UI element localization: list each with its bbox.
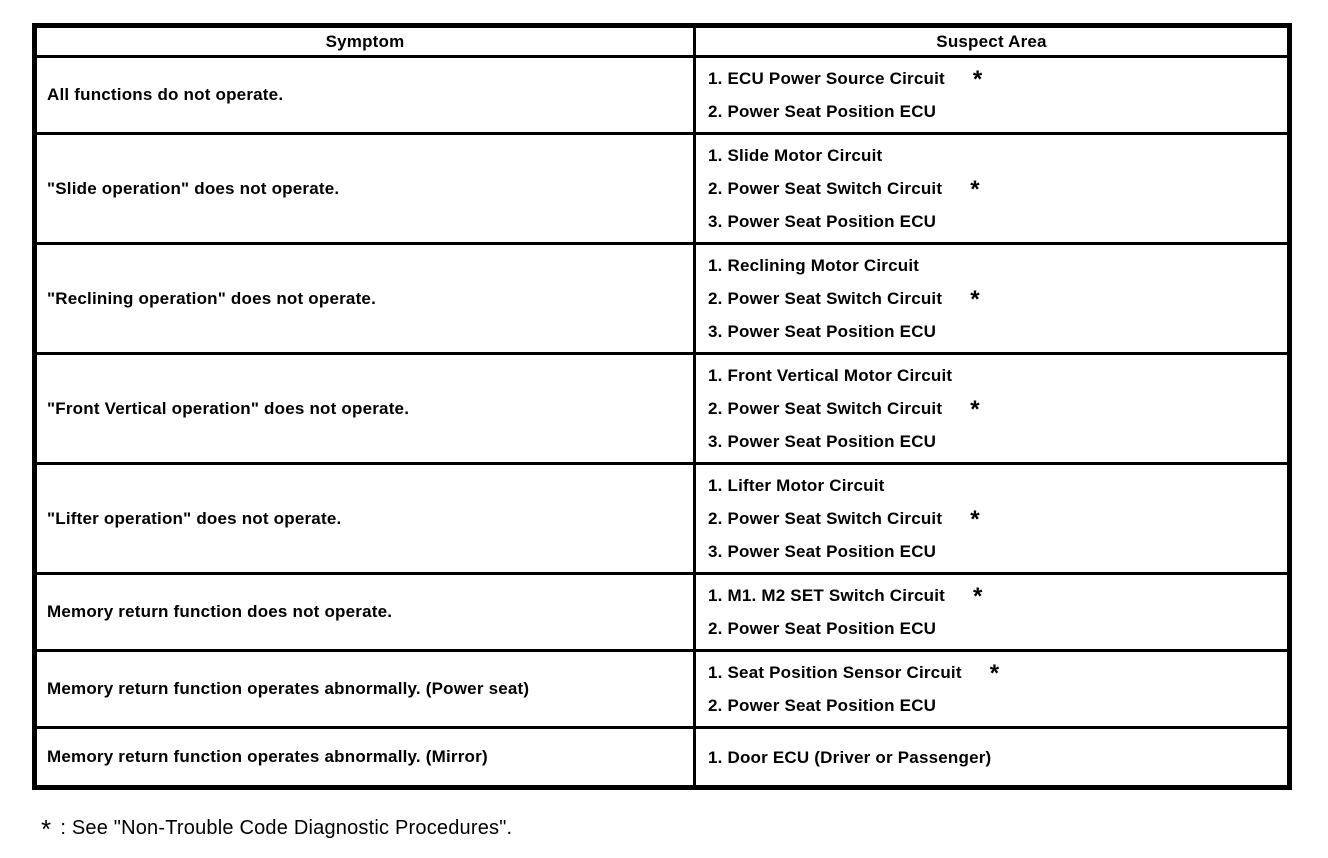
suspect-item: 1. Reclining Motor Circuit <box>708 249 1277 282</box>
suspect-item-text: 1. M1. M2 SET Switch Circuit <box>708 586 946 605</box>
asterisk-icon: * <box>970 176 980 203</box>
suspect-item-text: 2. Power Seat Switch Circuit <box>708 289 943 308</box>
suspect-item-text: 1. Slide Motor Circuit <box>708 146 883 165</box>
suspect-area-cell: 1. ECU Power Source Circuit * 2. Power Sea… <box>693 55 1291 135</box>
suspect-area-cell: 1. Slide Motor Circuit 2. Power Seat Swit… <box>693 132 1291 245</box>
symptom-cell: Memory return function operates abnormal… <box>33 726 696 789</box>
asterisk-icon: * <box>989 660 1000 687</box>
asterisk-icon: * <box>972 66 983 93</box>
suspect-item: 2. Power Seat Switch Circuit * <box>708 172 1277 205</box>
symptom-cell: All functions do not operate. <box>33 55 696 135</box>
suspect-area-cell: 1. Seat Position Sensor Circuit * 2. Power… <box>693 649 1291 729</box>
footnote-text: : See "Non-Trouble Code Diagnostic Proce… <box>60 817 513 839</box>
suspect-item-text: 3. Power Seat Position ECU <box>708 542 937 561</box>
table-row: "Lifter operation" does not operate.1. L… <box>33 462 1291 575</box>
suspect-area-cell: 1. Reclining Motor Circuit 2. Power Seat … <box>693 242 1291 355</box>
suspect-item: 2. Power Seat Switch Circuit * <box>708 392 1277 425</box>
diagnostic-table: Symptom Suspect Area All functions do no… <box>32 23 1292 790</box>
symptom-cell: Memory return function does not operate. <box>33 572 696 652</box>
table-row: Memory return function operates abnormal… <box>33 726 1291 789</box>
symptom-cell: Memory return function operates abnormal… <box>33 649 696 729</box>
table-row: Memory return function operates abnormal… <box>33 649 1291 729</box>
suspect-item-text: 2. Power Seat Position ECU <box>708 696 937 715</box>
suspect-item-text: 3. Power Seat Position ECU <box>708 432 937 451</box>
suspect-area-cell: 1. M1. M2 SET Switch Circuit * 2. Power Se… <box>693 572 1291 652</box>
asterisk-icon: * <box>970 396 980 423</box>
suspect-item: 3. Power Seat Position ECU <box>708 535 1277 568</box>
table-row: "Slide operation" does not operate.1. Sl… <box>33 132 1291 245</box>
asterisk-icon: * <box>970 506 980 533</box>
suspect-item-text: 1. ECU Power Source Circuit <box>708 69 945 88</box>
asterisk-icon: * <box>973 583 983 610</box>
asterisk-icon: * <box>41 814 52 844</box>
suspect-item-text: 1. Lifter Motor Circuit <box>708 476 885 495</box>
suspect-area-cell: 1. Front Vertical Motor Circuit 2. Power … <box>693 352 1291 465</box>
suspect-item: 3. Power Seat Position ECU <box>708 315 1277 348</box>
asterisk-icon: * <box>970 286 980 313</box>
suspect-area-cell: 1. Door ECU (Driver or Passenger) <box>693 726 1291 789</box>
suspect-item: 2. Power Seat Position ECU <box>708 612 1277 645</box>
footnote: * : See "Non-Trouble Code Diagnostic Proc… <box>41 812 513 844</box>
suspect-item-text: 1. Door ECU (Driver or Passenger) <box>708 747 992 767</box>
suspect-item-text: 3. Power Seat Position ECU <box>708 322 937 341</box>
suspect-item: 2. Power Seat Position ECU <box>708 689 1277 722</box>
suspect-item: 3. Power Seat Position ECU <box>708 425 1277 458</box>
symptom-cell: "Front Vertical operation" does not oper… <box>33 352 696 465</box>
header-row: Symptom Suspect Area <box>33 24 1291 58</box>
suspect-item: 1. M1. M2 SET Switch Circuit * <box>708 579 1277 612</box>
suspect-item: 2. Power Seat Switch Circuit * <box>708 502 1277 535</box>
suspect-item-text: 1. Reclining Motor Circuit <box>708 256 920 275</box>
table-row: All functions do not operate.1. ECU Powe… <box>33 55 1291 135</box>
table-row: "Front Vertical operation" does not oper… <box>33 352 1291 465</box>
suspect-item: 2. Power Seat Position ECU <box>708 95 1277 128</box>
suspect-item-text: 1. Seat Position Sensor Circuit <box>708 663 962 682</box>
suspect-item-text: 2. Power Seat Position ECU <box>708 102 937 121</box>
suspect-item: 1. Seat Position Sensor Circuit * <box>708 656 1277 689</box>
suspect-item: 1. ECU Power Source Circuit * <box>708 62 1277 95</box>
suspect-item-text: 2. Power Seat Switch Circuit <box>708 509 943 528</box>
suspect-item-text: 3. Power Seat Position ECU <box>708 212 937 231</box>
suspect-area-cell: 1. Lifter Motor Circuit 2. Power Seat Swi… <box>693 462 1291 575</box>
suspect-item: 1. Lifter Motor Circuit <box>708 469 1277 502</box>
table-body: All functions do not operate.1. ECU Powe… <box>33 55 1291 789</box>
suspect-item: 1. Door ECU (Driver or Passenger) <box>708 741 1277 774</box>
symptom-cell: "Lifter operation" does not operate. <box>33 462 696 575</box>
suspect-area-column-header: Suspect Area <box>693 24 1291 58</box>
suspect-item: 1. Slide Motor Circuit <box>708 139 1277 172</box>
symptom-cell: "Reclining operation" does not operate. <box>33 242 696 355</box>
symptom-column-header: Symptom <box>33 24 696 58</box>
suspect-item: 3. Power Seat Position ECU <box>708 205 1277 238</box>
suspect-item-text: 2. Power Seat Switch Circuit <box>708 179 943 198</box>
table-row: Memory return function does not operate.… <box>33 572 1291 652</box>
suspect-item: 2. Power Seat Switch Circuit * <box>708 282 1277 315</box>
symptom-cell: "Slide operation" does not operate. <box>33 132 696 245</box>
suspect-item-text: 2. Power Seat Position ECU <box>708 619 937 638</box>
suspect-item: 1. Front Vertical Motor Circuit <box>708 359 1277 392</box>
suspect-item-text: 2. Power Seat Switch Circuit <box>708 399 943 418</box>
table-row: "Reclining operation" does not operate.1… <box>33 242 1291 355</box>
suspect-item-text: 1. Front Vertical Motor Circuit <box>708 366 953 385</box>
